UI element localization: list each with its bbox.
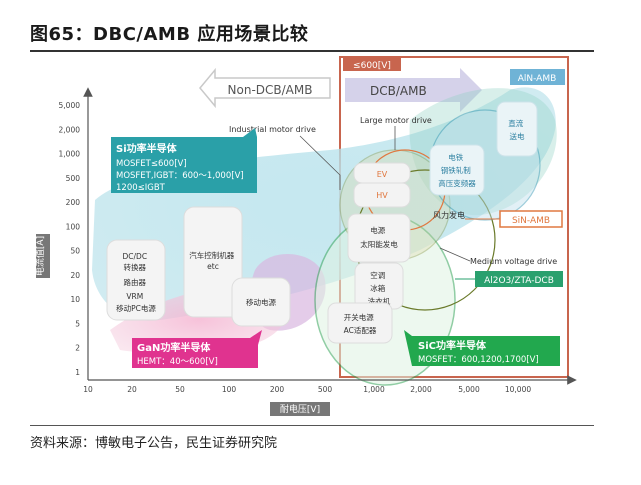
x-tick-label: 500 (318, 385, 333, 394)
ylabel-box (36, 234, 50, 278)
si-callout (111, 128, 257, 193)
sin-label: SiN-AMB (512, 216, 550, 226)
x-tick-label: 1,000 (363, 385, 385, 394)
auto-ctrl-box (183, 206, 243, 318)
industrial-leader (299, 135, 341, 190)
dc-transmission-text: 直流 送电 (508, 118, 525, 141)
dc-transmission-box (496, 101, 538, 157)
large-motor-label: Large motor drive (360, 116, 432, 125)
switch-power-text: 开关电源 AC适配器 (344, 312, 377, 335)
y-tick-label: 200 (66, 198, 81, 207)
auto-ctrl-text: 汽车控制机器 etc (189, 250, 236, 271)
x-axis-label: 耐电压[V] (280, 403, 320, 415)
non-dcb-arrow (199, 67, 331, 109)
y-tick-label: 1 (75, 368, 80, 377)
y-tick-label: 2,000 (59, 125, 81, 134)
dcb-label: DCB/AMB (370, 84, 427, 98)
title-divider (30, 50, 594, 52)
si-title: Si功率半导体 (116, 142, 178, 155)
dcb-arrow (345, 68, 482, 112)
y-tick-label: 500 (66, 174, 81, 183)
page-title: 图65：DBC/AMB 应用场景比较 (30, 24, 309, 45)
ain-tag (510, 69, 565, 85)
si-line-3: 1200≤IGBT (116, 183, 166, 193)
y-tick-label: 5,000 (59, 101, 81, 110)
appliance-text: 空调 冰箱 洗衣机 (368, 270, 391, 306)
y-axis-label: 电流值[A] (34, 236, 46, 276)
source-note: 资料来源：博敏电子公告，民生证券研究院 (30, 436, 278, 451)
x-tick-label: 200 (270, 385, 285, 394)
x-tick-label: 100 (222, 385, 237, 394)
y-tick-label: 10 (70, 295, 80, 304)
si-line-2: MOSFET,IGBT：600～1,000[V] (116, 171, 244, 181)
x-tick-label: 50 (175, 385, 185, 394)
y-tick-label: 5 (75, 319, 80, 328)
threshold-label: ≤600[V] (353, 61, 391, 71)
industrial-label: Industrial motor drive (229, 125, 316, 134)
power-solar-box (347, 213, 411, 263)
hv-box (353, 182, 411, 208)
y-tick-label: 2 (75, 344, 80, 353)
mobile-power-text: 移动电源 (246, 297, 276, 307)
sic-callout (404, 330, 560, 366)
x-tick-label: 20 (127, 385, 137, 394)
medium-voltage-leader (439, 247, 471, 262)
y-tick-label: 50 (70, 247, 80, 256)
y-tick-label: 20 (70, 271, 80, 280)
y-tick-label: 1,000 (59, 150, 81, 159)
footer-divider (30, 425, 594, 426)
sic-line-1: MOSFET：600,1200,1700[V] (418, 355, 539, 365)
rail-box (429, 144, 485, 196)
dcdc-box (106, 239, 166, 321)
gan-callout (132, 330, 262, 368)
si-line-1: MOSFET≤600[V] (116, 159, 187, 169)
dcdc-text: DC/DC 转换器 路由器 VRM 移动PC电源 (116, 252, 156, 313)
al2o3-label: Al2O3/ZTA-DCB (484, 276, 554, 286)
x-tick-label: 2,000 (410, 385, 432, 394)
rail-text: 电铁 钢铁轧制 高压变频器 (438, 152, 476, 188)
medium-voltage-label: Medium voltage drive (470, 257, 557, 266)
xlabel-box (270, 402, 330, 416)
ev-text: EV (377, 170, 388, 179)
al2o3-tag (475, 271, 563, 287)
x-tick-label: 5,000 (458, 385, 480, 394)
ain-label: AlN-AMB (518, 74, 557, 84)
x-tick-label: 10,000 (505, 385, 531, 394)
gan-line-1: HEMT：40～600[V] (137, 357, 218, 367)
hv-text: HV (376, 191, 388, 200)
wind-text: 风力发电 (433, 210, 465, 220)
threshold-tag (343, 58, 401, 71)
y-tick-label: 100 (66, 222, 81, 231)
gan-title: GaN功率半导体 (137, 341, 211, 354)
mobile-power-box (231, 277, 291, 327)
non-dcb-label: Non-DCB/AMB (228, 83, 313, 97)
sic-title: SiC功率半导体 (418, 339, 487, 352)
switch-power-box (327, 302, 393, 344)
power-solar-text: 电源 太阳能发电 (360, 225, 398, 249)
x-tick-label: 10 (83, 385, 93, 394)
